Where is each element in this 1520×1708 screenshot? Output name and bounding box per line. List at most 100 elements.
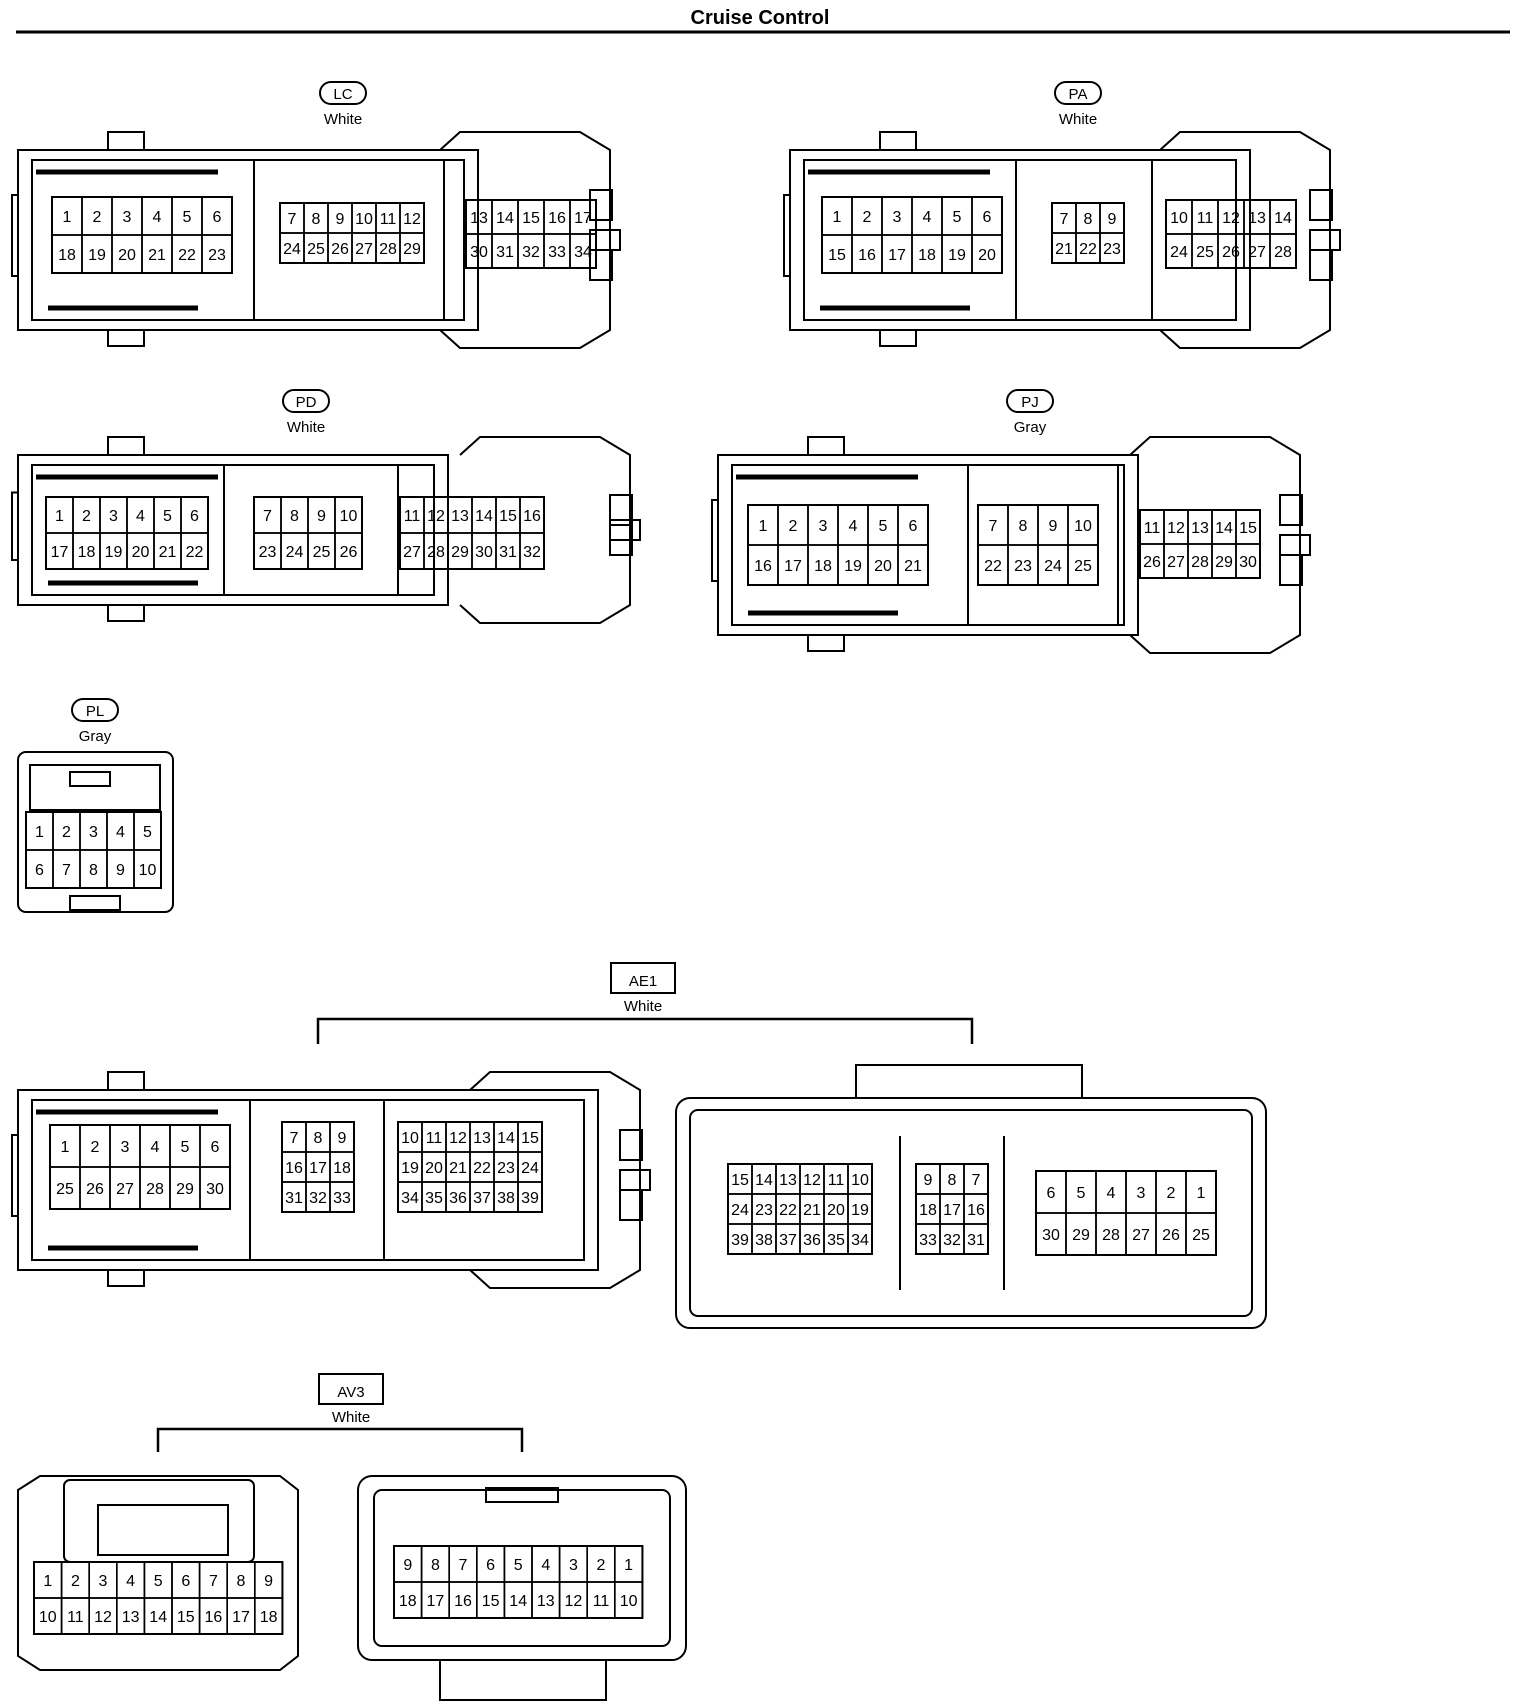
lock-slot	[609, 519, 641, 541]
pin-number: 6	[1047, 1185, 1056, 1202]
pin-number: 16	[548, 210, 566, 227]
pin-number: 24	[286, 544, 304, 561]
pin-number: 8	[312, 211, 321, 228]
connector-color: White	[624, 998, 662, 1015]
pin-number: 13	[1248, 210, 1266, 227]
pin-number: 20	[978, 247, 996, 264]
pin-number: 16	[205, 1609, 223, 1626]
housing-latch	[97, 1504, 229, 1556]
pin-number: 8	[948, 1172, 957, 1189]
pin-number: 28	[379, 241, 397, 258]
pin-number: 16	[967, 1202, 985, 1219]
pin-number: 15	[731, 1172, 749, 1189]
pin-number: 9	[1049, 518, 1058, 535]
housing-lock	[29, 764, 161, 811]
pin-number: 8	[290, 508, 299, 525]
housing-lock	[63, 1479, 255, 1563]
pin-number: 8	[314, 1130, 323, 1147]
page-title: Cruise Control	[691, 7, 830, 29]
pin-number: 35	[425, 1190, 443, 1207]
pin-number: 29	[403, 241, 421, 258]
side-notch	[11, 491, 19, 561]
pin-number: 1	[43, 1573, 52, 1590]
pin-number: 31	[967, 1232, 985, 1249]
pin-number: 7	[989, 518, 998, 535]
pin-number: 2	[597, 1557, 606, 1574]
pin-number: 5	[1077, 1185, 1086, 1202]
pin-number: 12	[1222, 210, 1240, 227]
connector-code-badge	[1006, 389, 1054, 413]
pin-number: 6	[213, 209, 222, 226]
lock-slot	[619, 1169, 651, 1191]
pin-cell	[1099, 232, 1125, 264]
pin-number: 14	[1215, 520, 1233, 537]
pin-number: 25	[1074, 558, 1092, 575]
pin-cell	[519, 532, 545, 570]
housing-latch	[485, 1487, 559, 1503]
pin-cell	[1067, 544, 1099, 586]
side-notch	[11, 1134, 19, 1217]
pin-number: 15	[482, 1593, 500, 1610]
pin-number: 26	[1143, 554, 1161, 571]
housing-inner	[31, 464, 435, 596]
pin-number: 2	[863, 209, 872, 226]
pin-number: 30	[206, 1181, 224, 1198]
pin-number: 22	[984, 558, 1002, 575]
pin-number: 14	[475, 508, 493, 525]
pin-number: 18	[399, 1593, 417, 1610]
pin-number: 27	[1248, 244, 1266, 261]
pin-number: 9	[336, 211, 345, 228]
pin-number: 12	[449, 1130, 467, 1147]
pin-number: 39	[521, 1190, 539, 1207]
connector-code: PJ	[1021, 394, 1039, 411]
lock-arch	[1129, 436, 1301, 654]
connector-color: White	[287, 419, 325, 436]
pin-number: 8	[89, 862, 98, 879]
pin-cell	[971, 234, 1003, 274]
pin-number: 17	[784, 558, 802, 575]
pin-number: 17	[51, 544, 69, 561]
pin-number: 14	[509, 1593, 527, 1610]
pin-number: 13	[1191, 520, 1209, 537]
pin-number: 36	[449, 1190, 467, 1207]
pin-number: 4	[923, 209, 932, 226]
pin-number: 26	[1162, 1227, 1180, 1244]
pin-number: 20	[425, 1160, 443, 1177]
pin-number: 5	[514, 1557, 523, 1574]
connector-housing	[17, 149, 479, 331]
pin-number: 13	[473, 1130, 491, 1147]
lock-arch	[439, 131, 611, 349]
pin-cell	[180, 532, 209, 570]
pin-number: 22	[178, 247, 196, 264]
pin-number: 23	[1103, 241, 1121, 258]
side-notch	[711, 499, 719, 582]
pin-number: 10	[851, 1172, 869, 1189]
pin-number: 32	[309, 1190, 327, 1207]
pin-number: 10	[620, 1593, 638, 1610]
pin-number: 4	[126, 1573, 135, 1590]
pin-number: 25	[1196, 244, 1214, 261]
pin-number: 23	[208, 247, 226, 264]
pin-number: 1	[61, 1139, 70, 1156]
connector-color: Gray	[79, 728, 112, 745]
pin-cell	[963, 1223, 989, 1255]
pin-number: 21	[904, 558, 922, 575]
lock-arch	[1159, 131, 1331, 349]
pin-number: 31	[285, 1190, 303, 1207]
connector-code: LC	[333, 86, 352, 103]
pin-number: 21	[449, 1160, 467, 1177]
pin-number: 27	[1132, 1227, 1150, 1244]
pin-number: 9	[924, 1172, 933, 1189]
pin-number: 23	[259, 544, 277, 561]
pin-number: 12	[403, 211, 421, 228]
lock-slot	[1279, 554, 1303, 586]
pin-number: 12	[94, 1609, 112, 1626]
connector-code: AV3	[337, 1384, 364, 1401]
connector-color: White	[324, 111, 362, 128]
lock-arch	[469, 1071, 641, 1289]
pin-number: 22	[779, 1202, 797, 1219]
housing-latch	[107, 131, 145, 151]
pin-number: 1	[35, 824, 44, 841]
pin-number: 20	[118, 247, 136, 264]
pin-cell	[201, 234, 233, 274]
